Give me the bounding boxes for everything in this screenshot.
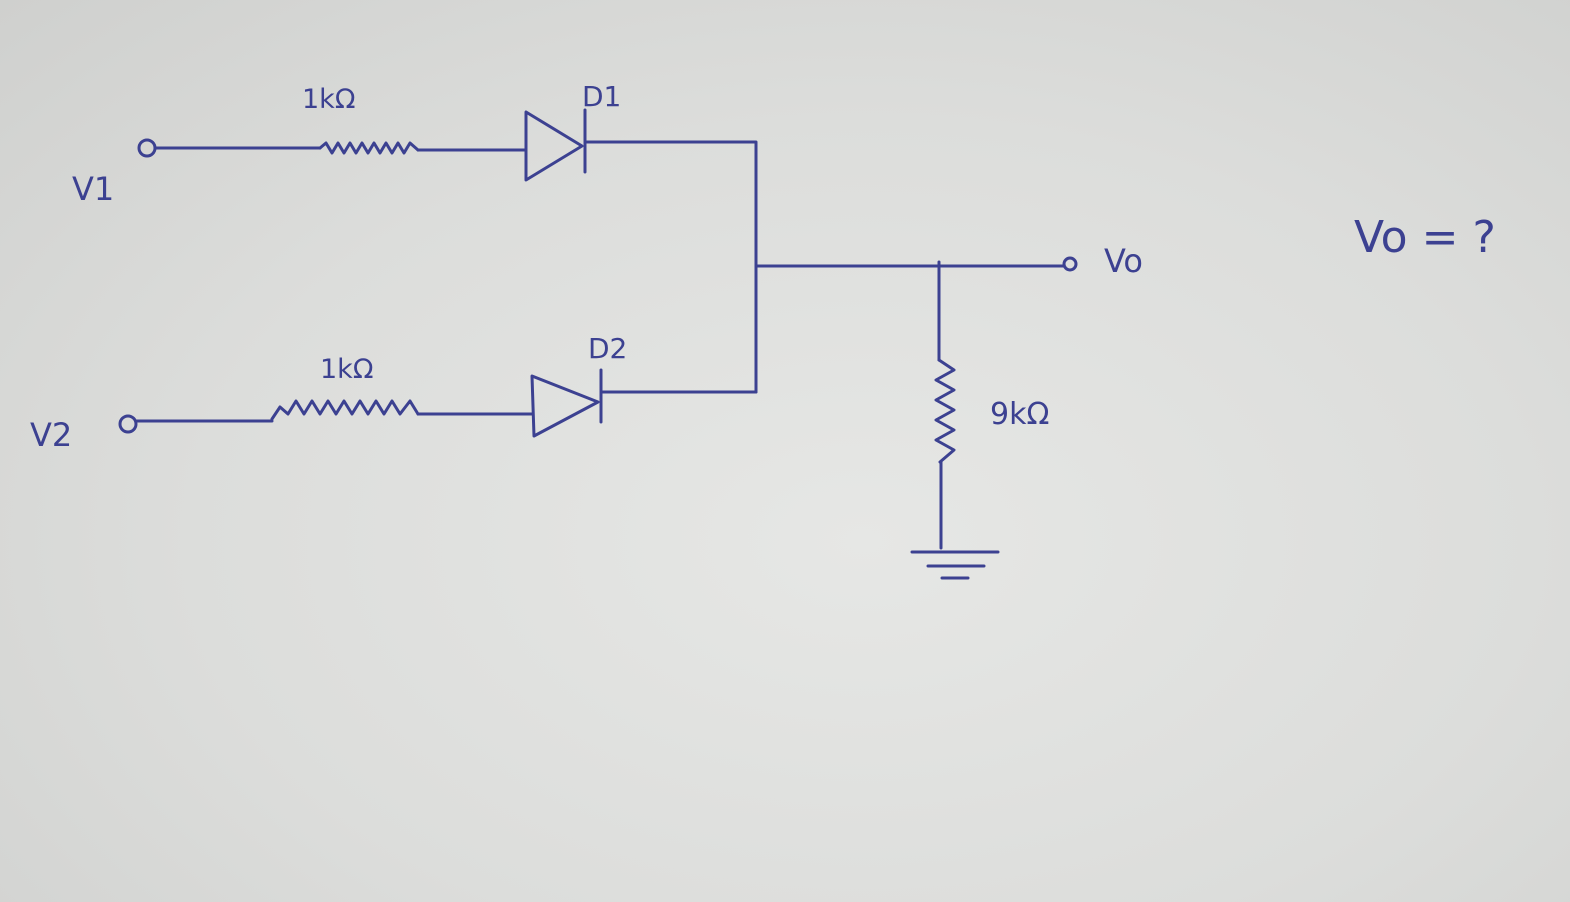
d1-label: D1: [582, 80, 621, 113]
d2-label: D2: [588, 332, 627, 365]
ground-icon: [910, 550, 1000, 580]
vo-label: Vo: [1104, 242, 1143, 280]
diode-d2-anode: [530, 374, 600, 438]
v2-label: V2: [30, 416, 72, 454]
v2-terminal: [118, 414, 138, 434]
question-text: Vo = ?: [1354, 212, 1496, 263]
r2-value-label: 1kΩ: [320, 354, 373, 385]
resistor-r1: [318, 141, 420, 155]
diode-d1-anode: [524, 110, 584, 182]
d1-to-node-wire: [583, 140, 758, 394]
v1-terminal: [137, 138, 157, 158]
resistor-r2: [270, 399, 420, 421]
r1-value-label: 1kΩ: [302, 84, 355, 115]
vo-terminal: [1062, 256, 1078, 272]
resistor-r3: [934, 358, 956, 464]
r3-value-label: 9kΩ: [990, 397, 1049, 432]
v1-label: V1: [72, 170, 114, 208]
